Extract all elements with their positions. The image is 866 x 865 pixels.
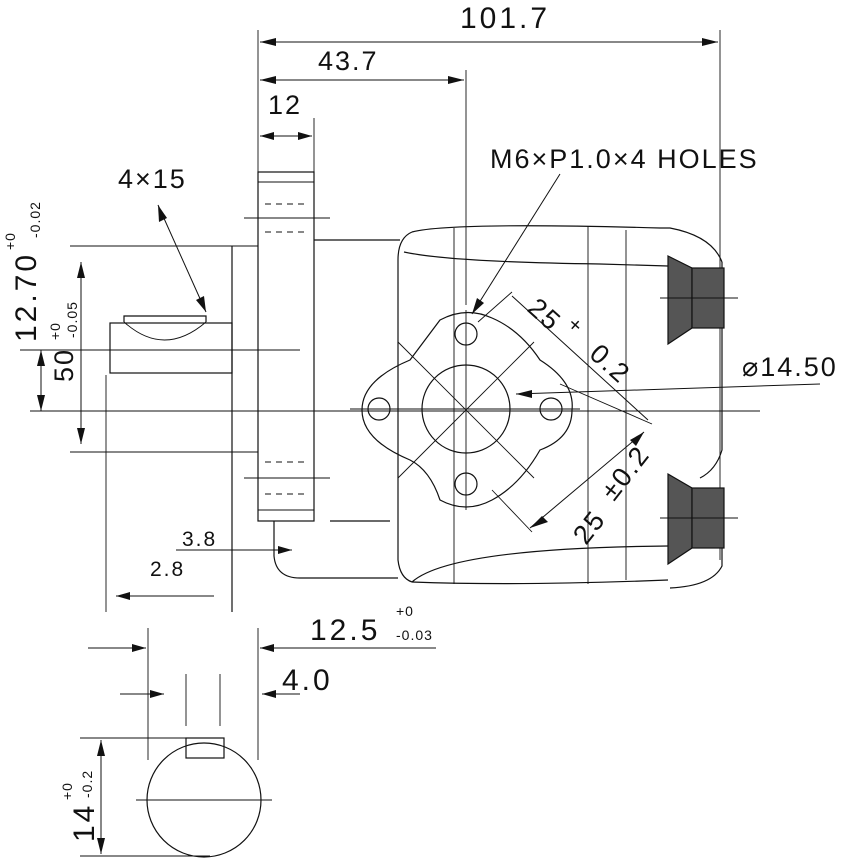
port-diameter-label: ⌀14.50 (742, 352, 838, 382)
shaft-diameter-label: 12.70 (10, 252, 43, 342)
shaft-diameter-tol-plus: +0 (2, 232, 18, 250)
port-bolt-spacing-dims (477, 291, 653, 533)
key-height-tol-plus: +0 (396, 603, 414, 619)
port-flange (350, 310, 580, 510)
keyway-label: 4×15 (118, 164, 187, 194)
pump-body (273, 225, 723, 589)
key-width-label: 4.0 (282, 664, 333, 697)
shaft-step-b-label: 2.8 (150, 558, 185, 581)
left-vertical-dimensions (37, 262, 85, 444)
top-dimension-lines (257, 30, 721, 305)
keyway-leader-arrow (158, 205, 167, 222)
flange-thickness-label: 12 (268, 90, 302, 120)
shaft-step-dimensions (105, 375, 292, 612)
pilot-and-shaft (20, 245, 760, 612)
shaft-end-dia-label: 14 (68, 803, 101, 842)
port-center-distance-label: 43.7 (318, 46, 379, 76)
pilot-diameter-tol-plus: +0 (47, 322, 63, 340)
shaft-end-dia-tol-minus: -0.2 (79, 770, 95, 798)
port-thread-label: M6×P1.0×4 HOLES (490, 144, 759, 174)
key-height-tol-minus: -0.03 (396, 627, 433, 643)
shaft-step-a-label: 3.8 (182, 528, 217, 551)
shaft-end-dia-tol-plus: +0 (59, 782, 75, 800)
port-bolt-spacing-a-tol: 0.2 (584, 338, 636, 389)
rear-port-upper (660, 255, 738, 346)
overall-length-label: 101.7 (460, 2, 550, 35)
port-bolt-spacing-b: 25 (567, 504, 612, 549)
shaft-diameter-tol-minus: -0.02 (27, 201, 43, 238)
shaft-end-view (80, 628, 436, 858)
port-bolt-spacing-a-tol-plus: + (563, 313, 589, 340)
mounting-flange (244, 171, 330, 522)
port-bolt-spacing-a: 25 (522, 292, 567, 337)
pilot-diameter-label: 50 (49, 348, 79, 382)
pilot-diameter-tol-minus: -0.05 (64, 301, 80, 338)
rear-port-lower (660, 472, 738, 566)
key-height-label: 12.5 (310, 614, 380, 647)
port-bolt-spacing-b-tol: ±0.2 (595, 440, 656, 506)
